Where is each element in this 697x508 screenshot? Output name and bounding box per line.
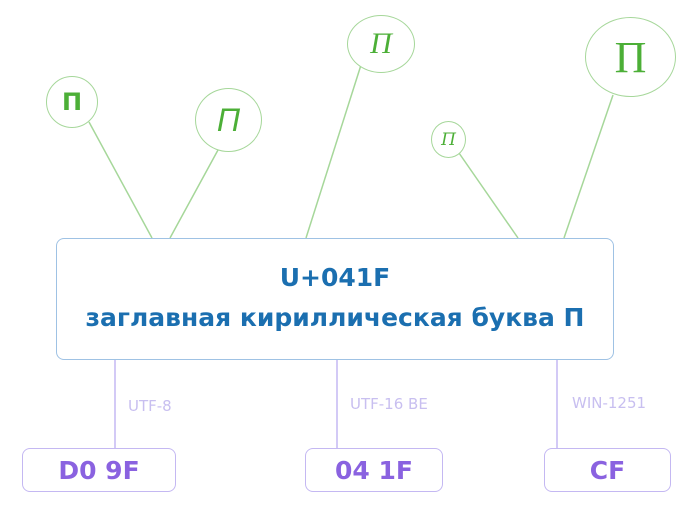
glyph-variant: П [61,88,83,116]
glyph-variant: П [216,101,241,138]
byte-value: CF [589,455,626,485]
connector-line [305,64,362,239]
character-name: заглавная кириллическая буква П [85,303,585,332]
byte-box-utf8: D0 9F [22,448,176,492]
glyph-circle-light-serif: П [585,17,676,97]
encoding-label-win1251: WIN-1251 [572,394,647,412]
connector-line [563,94,614,239]
character-info-box: U+041F заглавная кириллическая буква П [56,238,614,360]
connector-line [458,152,519,239]
glyph-circle-serif-italic: П [347,15,415,73]
connector-line [169,149,219,239]
byte-box-win1251: CF [544,448,671,492]
encoding-label-utf8: UTF-8 [128,397,172,415]
glyph-variant: П [441,129,456,150]
byte-box-utf16be: 04 1F [305,448,443,492]
glyph-circle-italic: П [195,88,262,152]
code-point: U+041F [279,263,391,292]
connector-line [88,121,153,239]
byte-value: D0 9F [58,455,140,485]
glyph-variant: П [614,32,647,82]
byte-value: 04 1F [335,455,413,485]
glyph-variant: П [370,27,392,60]
glyph-circle-bold: П [46,76,98,128]
glyph-circle-script: П [431,121,466,158]
encoding-label-utf16be: UTF-16 BE [350,395,428,413]
